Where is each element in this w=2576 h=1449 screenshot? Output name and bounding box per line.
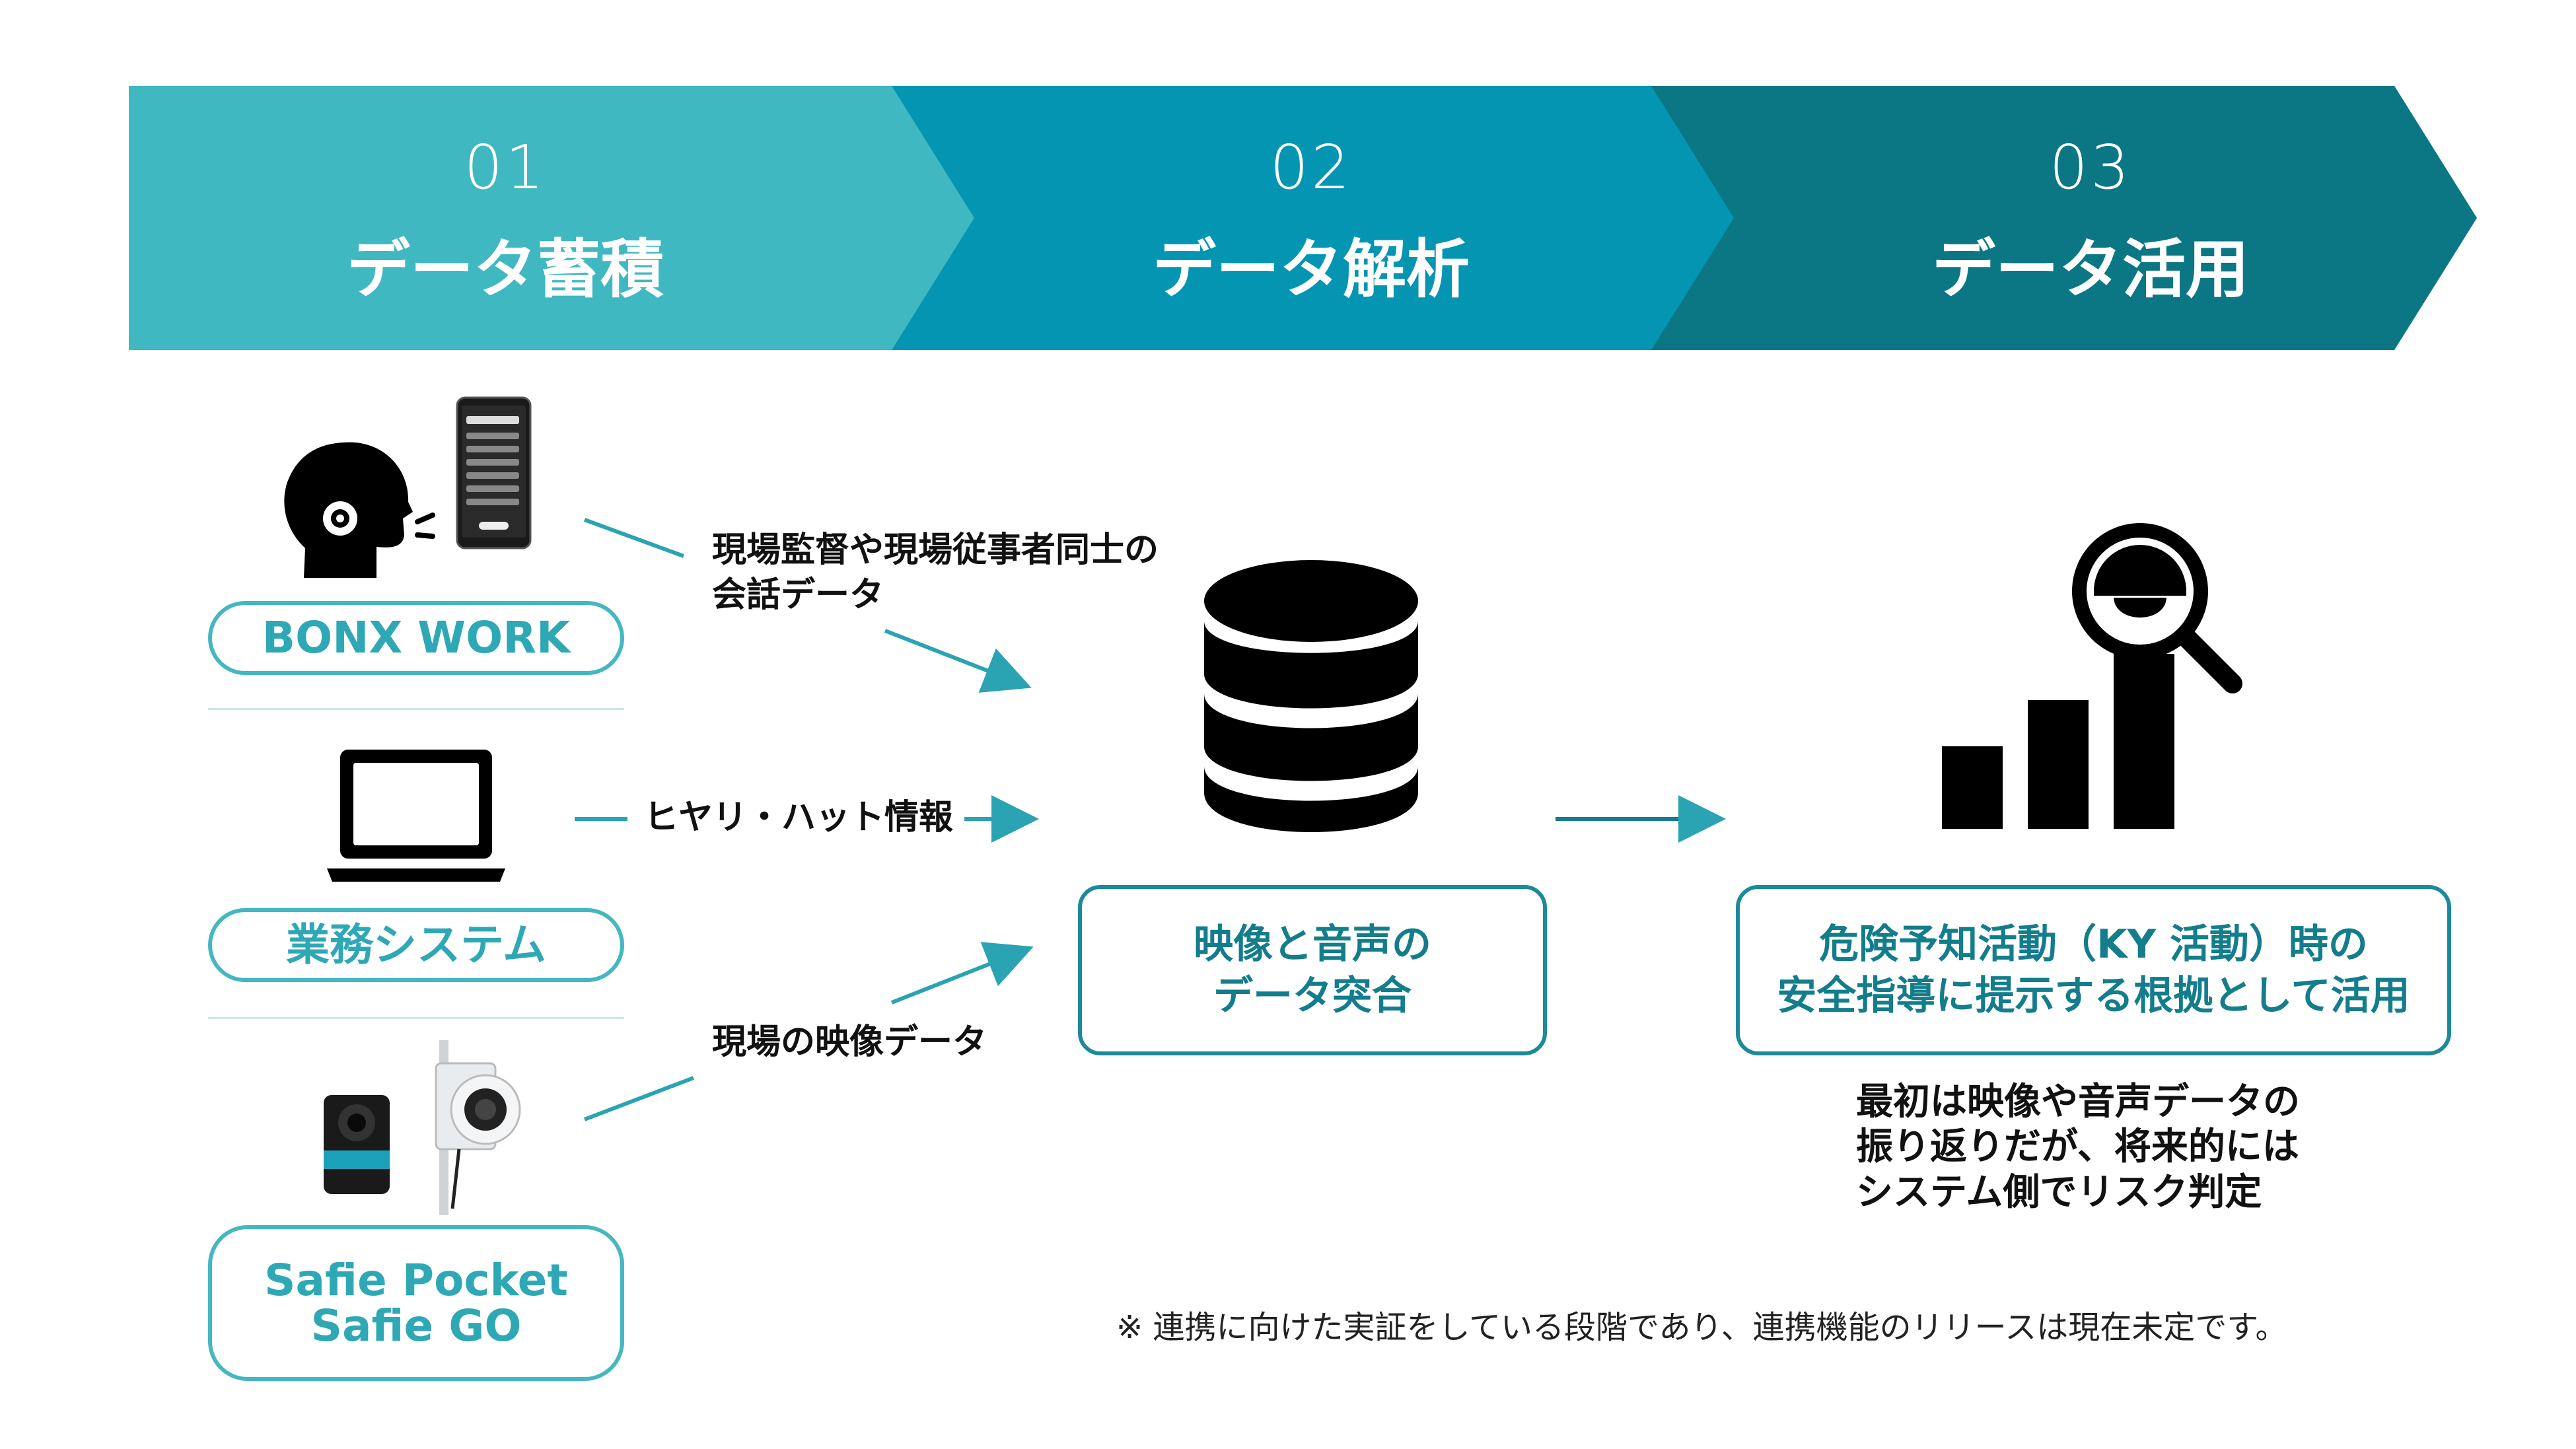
step-1-chevron	[129, 86, 974, 350]
laptop-icon	[327, 750, 505, 882]
analysis-box: 映像と音声の データ突合	[1078, 885, 1547, 1055]
source-divider-2	[208, 1017, 624, 1019]
step-1-number: 01	[464, 132, 547, 203]
usage-box-line2: 安全指導に提示する根拠として活用	[1777, 973, 2410, 1019]
usage-note-line2: 振り返りだが、将来的には	[1856, 1125, 2299, 1169]
conversation-data-line2: 会話データ	[712, 575, 884, 615]
business-system-label: 業務システム	[208, 908, 624, 982]
step-2-chevron	[878, 86, 1734, 350]
database-icon	[1204, 560, 1418, 832]
step-1-title: データ蓄積	[347, 232, 664, 306]
usage-note-line1: 最初は映像や音声データの	[1856, 1080, 2300, 1123]
step-2-title: データ解析	[1153, 232, 1470, 306]
analysis-box-line2: データ突合	[1213, 973, 1412, 1019]
safie-go-text: Safie GO	[310, 1300, 522, 1351]
incident-info-label: ヒヤリ・ハット情報	[644, 798, 954, 837]
usage-box-line1: 危険予知活動（KY 活動）時の	[1819, 921, 2368, 968]
camera-device-icon	[324, 1040, 521, 1215]
safie-label: Safie Pocket Safie GO	[208, 1225, 624, 1381]
analysis-box-line1: 映像と音声の	[1194, 921, 1431, 968]
footnote: ※ 連携に向けた実証をしている段階であり、連携機能のリリースは現在未定です。	[1116, 1309, 2287, 1346]
conversation-data-label: 現場監督や現場従事者同士の 会話データ	[712, 528, 1159, 618]
business-system-text: 業務システム	[285, 919, 547, 971]
smartphone-icon	[456, 396, 532, 549]
usage-note: 最初は映像や音声データの 振り返りだが、将来的には システム側でリスク判定	[1856, 1080, 2300, 1215]
usage-note-line3: システム側でリスク判定	[1856, 1170, 2262, 1214]
video-data-label: 現場の映像データ	[712, 1022, 987, 1062]
step-3-number: 03	[2049, 132, 2132, 203]
step-3-title: データ活用	[1932, 232, 2249, 306]
conversation-data-line1: 現場監督や現場従事者同士の	[712, 530, 1159, 570]
analytics-search-icon	[1942, 523, 2242, 829]
bonx-work-label: BONX WORK	[208, 601, 624, 675]
person-speaking-icon	[284, 442, 435, 578]
process-band	[129, 86, 2477, 350]
step-3-chevron	[1638, 86, 2477, 350]
safie-pocket-text: Safie Pocket	[264, 1254, 568, 1306]
step-2-number: 02	[1270, 132, 1353, 203]
usage-box: 危険予知活動（KY 活動）時の 安全指導に提示する根拠として活用	[1736, 885, 2451, 1055]
conversation-arrow	[583, 518, 1032, 693]
source-divider-1	[208, 708, 624, 710]
video-arrow	[583, 942, 1034, 1121]
bonx-work-text: BONX WORK	[262, 612, 571, 664]
